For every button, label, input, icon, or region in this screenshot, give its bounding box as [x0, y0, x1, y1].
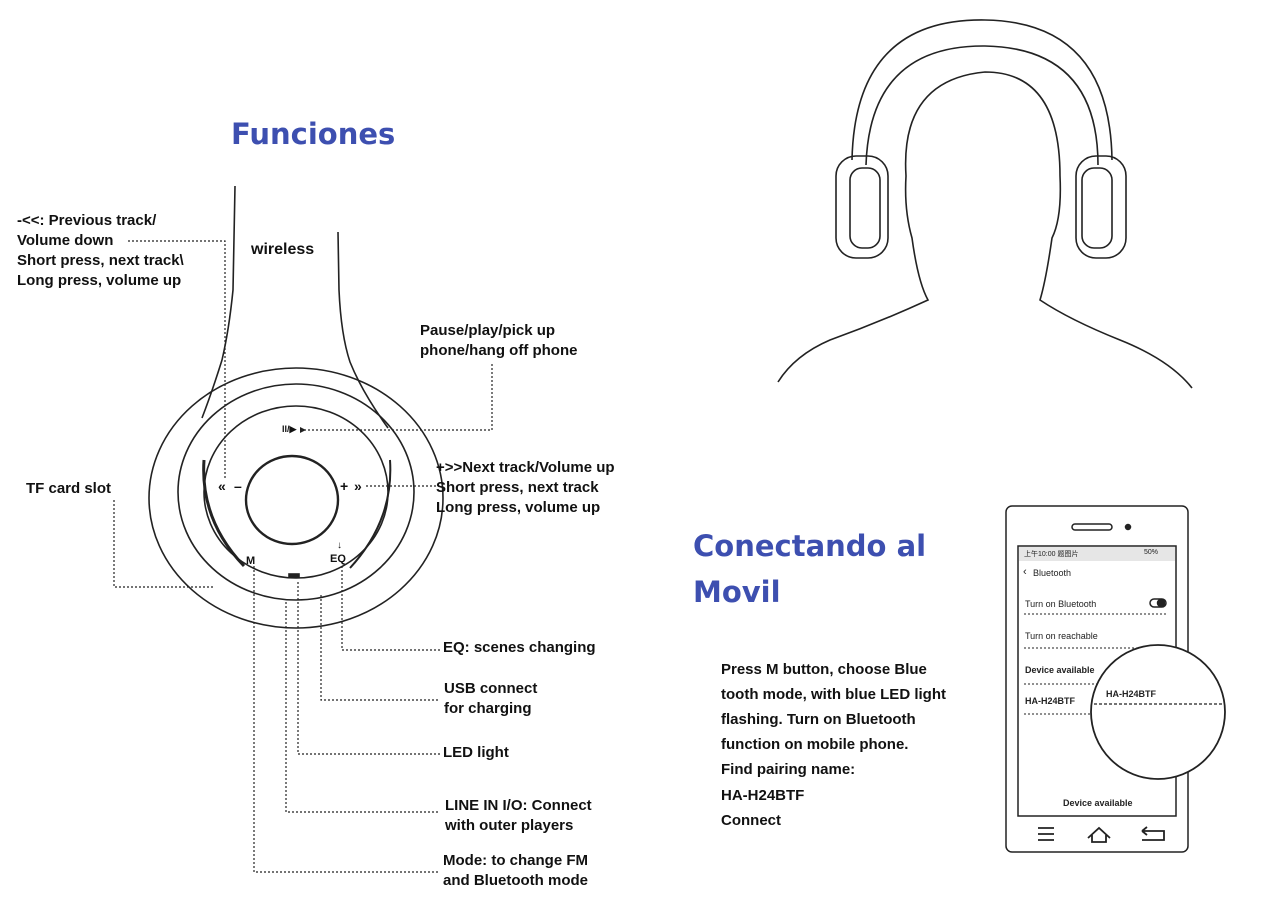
callout-usb-line: USB connect — [444, 680, 538, 697]
callout-next-line: +>>Next track/Volume up — [436, 459, 615, 476]
instruction-line: Press M button, choose Blue — [721, 661, 927, 678]
instruction-line: HA-H24BTF — [721, 787, 805, 804]
phone-footer: Device available — [1063, 798, 1133, 808]
callout-next-line: Long press, volume up — [436, 499, 601, 516]
wireless-label: wireless — [251, 241, 315, 258]
leader-mode — [253, 566, 440, 873]
callout-pause-line: Pause/play/pick up — [420, 322, 556, 339]
conectando-heading-line1: Conectando al — [693, 529, 927, 563]
callout-next-line: Short press, next track — [436, 479, 599, 496]
headphone-band-inner — [865, 45, 1099, 166]
leader-eq — [341, 566, 440, 651]
next-icon: » — [354, 478, 362, 494]
center-knob — [244, 454, 340, 546]
callout-linein-line: with outer players — [445, 817, 574, 834]
magnified-device-name: HA-H24BTF — [1106, 689, 1157, 699]
eq-button-label: EQ — [330, 553, 346, 565]
phone-status-left: 上午10:00 题图片 — [1024, 551, 1079, 558]
back-icon — [1141, 826, 1165, 841]
callout-usb-line: for charging — [444, 700, 532, 717]
callout-led: LED light — [443, 744, 509, 761]
mode-button-label: M — [246, 555, 256, 567]
earcup-middle-ring — [177, 383, 415, 601]
headphone-cup-left — [835, 155, 889, 259]
headband-left — [201, 185, 236, 419]
callout-mode-line: and Bluetooth mode — [443, 872, 588, 889]
callout-mode-line: Mode: to change FM — [443, 852, 588, 869]
earcup-outer-ring — [148, 367, 444, 629]
instruction-line: tooth mode, with blue LED light — [721, 686, 946, 703]
play-pause-icon: II/▶ — [282, 424, 297, 434]
callout-prev-line: Long press, volume up — [17, 272, 182, 289]
headphone-band-outer — [851, 19, 1113, 161]
leader-prev — [128, 240, 226, 478]
callout-prev-line: -<<: Previous track/ — [17, 212, 157, 229]
leader-led — [297, 582, 440, 755]
funciones-heading: Funciones — [231, 117, 396, 151]
menu-icon — [1038, 827, 1054, 841]
callout-prev-line: Short press, next track\ — [17, 252, 184, 269]
callout-eq: EQ: scenes changing — [443, 639, 596, 656]
instruction-line: flashing. Turn on Bluetooth — [721, 711, 916, 728]
magnifier-circle — [1090, 644, 1226, 780]
callout-linein-line: LINE IN I/O: Connect — [445, 797, 592, 814]
leader-usb — [320, 595, 440, 701]
instruction-line: Connect — [721, 812, 781, 829]
phone-back-chevron-icon[interactable]: ‹ — [1023, 566, 1027, 578]
conectando-heading-line2: Movil — [693, 575, 781, 609]
prev-icon: « — [218, 478, 226, 494]
callout-prev-line: Volume down — [17, 232, 114, 249]
phone-row-turn-on-reachable[interactable]: Turn on reachable — [1025, 631, 1098, 641]
minus-icon: – — [234, 478, 242, 494]
person-head — [904, 71, 1193, 389]
phone-speaker — [1071, 523, 1113, 531]
phone-row-turn-on-bluetooth[interactable]: Turn on Bluetooth — [1025, 599, 1097, 609]
instruction-line: Find pairing name: — [721, 761, 856, 778]
headphone-cup-right — [1075, 155, 1127, 259]
person-shoulder-left — [777, 175, 930, 383]
callout-tf: TF card slot — [26, 480, 112, 497]
phone-row-device-available: Device available — [1025, 665, 1095, 675]
home-icon — [1087, 826, 1111, 843]
plus-icon: + — [340, 478, 349, 494]
earcup-shadow — [202, 459, 246, 568]
bluetooth-toggle — [1149, 598, 1167, 608]
phone-row-device-name[interactable]: HA-H24BTF — [1025, 696, 1076, 706]
callout-pause-line: phone/hang off phone — [420, 342, 578, 359]
instruction-line: function on mobile phone. — [721, 736, 909, 753]
led-port-mark — [288, 573, 300, 578]
leader-linein — [285, 602, 440, 813]
headband-right — [337, 231, 389, 429]
leader-pause — [300, 364, 493, 431]
phone-title: Bluetooth — [1033, 568, 1072, 578]
leader-tf — [113, 500, 213, 588]
phone-status-right: 50% — [1144, 549, 1159, 556]
eq-arrow-icon: ↓ — [337, 540, 342, 551]
